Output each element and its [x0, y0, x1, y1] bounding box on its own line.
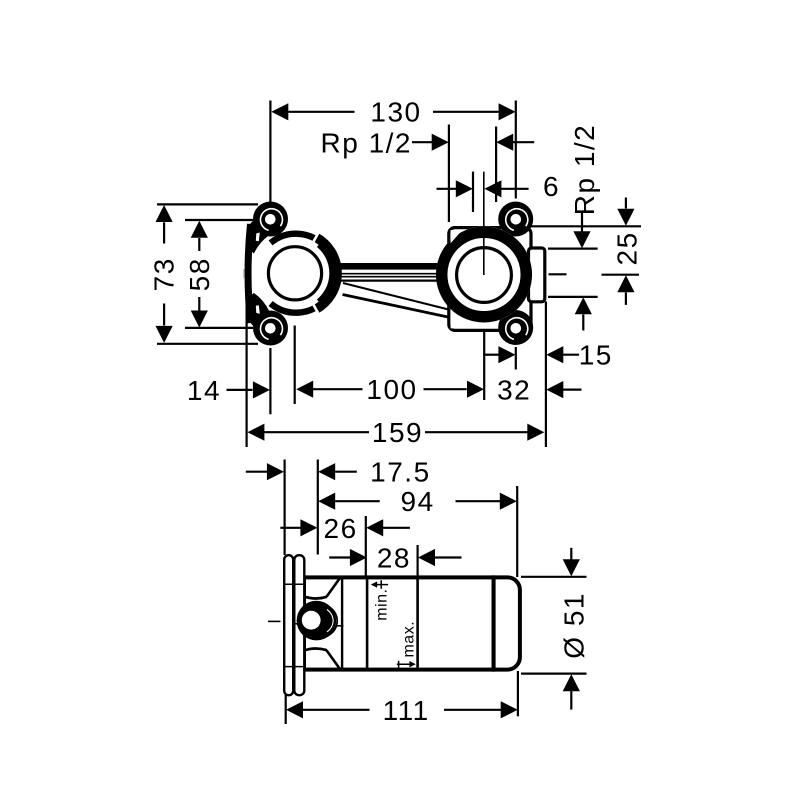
svg-text:14: 14 [187, 375, 221, 406]
svg-text:130: 130 [370, 97, 421, 128]
svg-text:26: 26 [324, 513, 358, 544]
svg-text:Rp 1/2: Rp 1/2 [569, 124, 600, 216]
svg-text:17.5: 17.5 [370, 457, 431, 488]
svg-text:73: 73 [149, 257, 180, 291]
svg-text:94: 94 [401, 486, 435, 517]
svg-text:32: 32 [497, 375, 531, 406]
svg-text:max.: max. [401, 621, 418, 658]
svg-text:100: 100 [366, 374, 417, 405]
svg-text:159: 159 [372, 417, 423, 448]
svg-text:Ø 51: Ø 51 [559, 592, 590, 659]
svg-text:15: 15 [579, 340, 613, 371]
svg-text:6: 6 [543, 171, 560, 202]
svg-text:58: 58 [184, 257, 215, 291]
svg-text:111: 111 [383, 695, 430, 726]
svg-text:25: 25 [612, 231, 643, 265]
svg-text:Rp 1/2: Rp 1/2 [321, 128, 413, 159]
svg-text:min.: min. [374, 589, 391, 621]
svg-text:28: 28 [377, 543, 411, 574]
